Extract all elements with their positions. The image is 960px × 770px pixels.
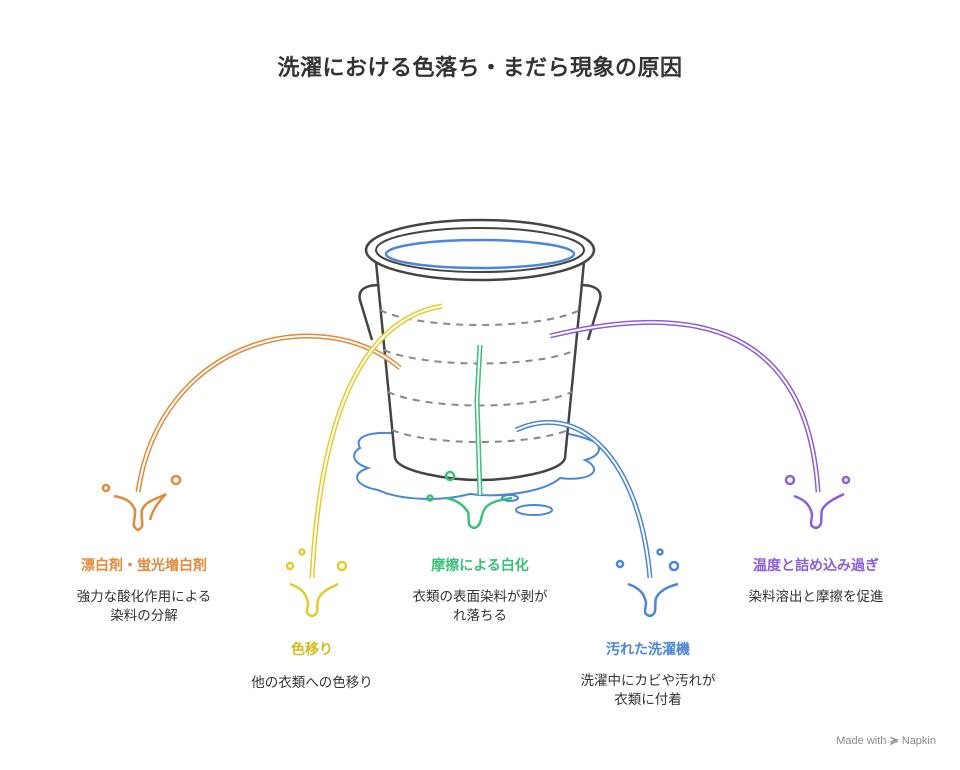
water-drop xyxy=(515,504,553,516)
cause-label-dirty-washer: 汚れた洗濯機 xyxy=(606,642,690,658)
napkin-brand: Napkin xyxy=(901,735,936,747)
cause-label-bleach: 漂白剤・蛍光増白剤 xyxy=(81,558,207,574)
made-with-napkin-footer[interactable]: Made with ≽ Napkin xyxy=(836,734,936,747)
stream-purple xyxy=(549,319,821,493)
splash-yellow xyxy=(285,548,348,618)
water-drop xyxy=(501,494,519,502)
made-with-text: Made with xyxy=(836,735,887,747)
cause-desc-friction: 衣類の表面染料が剥がれ落ちる xyxy=(412,589,548,624)
cause-label-temperature: 温度と詰め込み過ぎ xyxy=(753,558,879,574)
page-title: 洗濯における色落ち・まだら現象の原因 xyxy=(277,56,683,81)
splash-blue xyxy=(615,548,680,618)
napkin-logo-icon: ≽ xyxy=(889,735,899,747)
splash-orange xyxy=(101,474,182,532)
splash-green xyxy=(426,470,513,530)
splash-purple xyxy=(784,474,851,530)
cause-desc-color-transfer: 他の衣類への色移り xyxy=(251,675,373,691)
bucket-handle-right xyxy=(579,283,602,341)
bucket-handle-left xyxy=(358,283,381,341)
cause-label-color-transfer: 色移り xyxy=(291,642,333,658)
cause-label-friction: 摩擦による白化 xyxy=(431,558,529,574)
bucket-water-surface xyxy=(384,238,576,270)
stream-orange xyxy=(135,333,402,493)
cause-desc-bleach: 強力な酸化作用による染料の分解 xyxy=(76,589,212,624)
cause-desc-temperature: 染料溶出と摩擦を促進 xyxy=(748,589,884,605)
cause-desc-dirty-washer: 洗濯中にカビや汚れが衣類に付着 xyxy=(580,673,716,708)
